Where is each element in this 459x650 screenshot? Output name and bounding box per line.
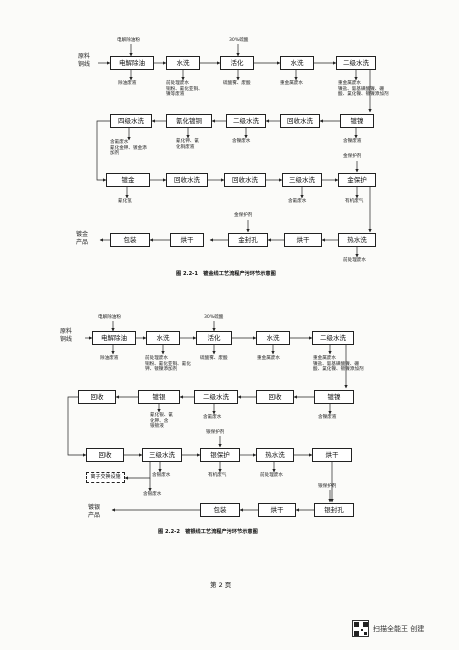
fig1-box-nickel: 镀镍 [340,114,374,128]
fig1-input-activate: 30%硫酸 [229,38,249,43]
fig2-box-wash4: 二级水洗 [194,390,238,404]
fig1-box-wash4: 二级水洗 [226,114,266,128]
fig2-input-label: 原料铜线 [60,328,73,343]
fig1-box-dry1: 烘干 [170,233,204,247]
fig1-output-label: 镀金产品 [76,231,89,246]
fig1-out-degrease: 除油废液 [118,81,137,86]
fig2-box-wash5: 三级水洗 [142,448,182,462]
fig2-box-nickel: 镀镍 [314,390,354,404]
watermark: 扫描全能王 创建 [373,625,425,633]
fig2-out-degrease: 除油废液 [100,356,119,361]
fig1-box-recover2: 回收水洗 [166,173,208,187]
fig2-box-seal: 银封孔 [314,503,354,517]
fig1-input-label: 原料铜线 [78,53,91,68]
fig2-out-nickel: 含镍废液 [318,415,337,420]
fig2-caption: 图 2.2-2 镀银线工艺流程产污环节示意图 [158,529,258,535]
page-number: 第 2 页 [210,581,232,589]
fig2-box-degrease: 电解除油 [92,331,136,345]
fig1-out-wash6: 含氰废水 [288,199,307,204]
fig1-out-nickel: 含镍废液 [343,139,362,144]
fig1-box-protect: 金保护 [338,173,376,187]
fig1-input-seal: 金保护剂 [234,213,253,218]
fig1-box-wash5: 四级水洗 [110,114,152,128]
fig1-out-wash1: 前处理废水铜粉、氰化亚铜、镍等废液 [166,81,203,98]
fig2-out-wash5b: 含银废水 [143,492,162,497]
fig1-box-hotwash: 热水洗 [338,233,376,247]
fig1-box-gold: 镀金 [106,173,150,187]
fig2-out-wash5: 含银废水 [152,473,171,478]
fig2-box-ionex: 离子交换设施 [86,472,125,483]
fig1-box-pack: 包装 [110,233,150,247]
fig2-box-wash3: 二级水洗 [312,331,354,345]
fig1-box-degrease: 电解除油 [110,56,154,70]
fig1-box-wash6: 三级水洗 [282,173,322,187]
fig1-input-degrease: 电解除油粉 [117,38,140,43]
fig2-box-wash1: 水洗 [146,331,180,345]
fig2-out-silver: 氰化银、氰化钾、含银镀液 [150,413,173,430]
fig1-out-activate: 硫酸雾、废酸 [223,81,251,86]
fig1-out-wash2: 重金属废水 [280,81,303,86]
fig2-out-hotwash: 前处理废水 [260,473,283,478]
fig2-input-protect: 银保护剂 [206,430,225,435]
qr-code-icon [352,620,369,637]
fig1-box-dry2: 烘干 [284,233,322,247]
fig2-input-activate: 30%硫酸 [204,315,224,320]
fig2-box-activate: 活化 [196,331,232,345]
fig1-box-cyanide: 氰化镀铜 [166,114,212,128]
fig1-box-seal: 金封孔 [228,233,268,247]
fig1-in-protect: 金保护剂 [343,154,362,159]
fig2-box-recover1: 回收 [78,390,116,404]
fig1-box-wash2: 水洗 [280,56,314,70]
fig2-box-protect: 银保护 [200,448,240,462]
fig1-out-wash5: 含氰废水氰化金钾、镀金添加剂 [110,140,147,157]
fig2-box-recover3: 回收 [86,448,124,462]
fig1-out-wash3: 重金属废水镍盐、氨基磺酸镍、硼酸、氯化镍、镀镍添加剂 [338,81,389,98]
fig1-box-wash1: 水洗 [166,56,200,70]
fig1-out-wash4: 含镍废水 [232,139,251,144]
fig1-box-activate: 活化 [220,56,254,70]
fig2-input-degrease: 电解除油粉 [98,315,121,320]
fig2-box-dry1: 烘干 [312,448,352,462]
fig1-out-hotwash: 前处理废水 [343,258,366,263]
fig2-box-recover2: 回收 [256,390,294,404]
fig1-caption: 图 2.2-1 镀金线工艺流程产污环节示意图 [176,271,276,277]
fig2-out-protect: 有机废气 [208,473,227,478]
fig2-box-pack: 包装 [200,503,240,517]
fig2-box-hotwash: 热水洗 [256,448,294,462]
fig1-out-gold: 氰化氢 [118,199,132,204]
fig1-out-protect: 有机废气 [345,199,364,204]
fig1-box-recover1: 回收水洗 [280,114,320,128]
fig2-out-activate: 硫酸雾、废酸 [200,356,228,361]
fig2-out-wash4: 含氰废水 [203,415,222,420]
fig2-box-silver: 镀银 [138,390,180,404]
fig2-box-wash2: 水洗 [256,331,290,345]
fig2-box-dry2: 烘干 [258,503,296,517]
fig1-box-wash3: 二级水洗 [336,56,376,70]
fig2-out-wash3: 重金属废水镍盐、氨基磺酸镍、硼酸、氯化镍、镀镍添加剂 [313,356,364,373]
fig2-output-label: 镀银产品 [88,504,101,519]
fig2-input-seal: 银保护剂 [318,484,337,489]
fig2-out-wash1: 前处理废水铜粉、氰化亚铜、氰化钾、镀镍添加剂 [145,356,191,373]
fig2-out-wash2: 重金属废水 [257,356,280,361]
fig1-out-cyanide: 氰化钾、氰化铜废液 [176,139,199,150]
fig1-box-recover3: 回收水洗 [224,173,266,187]
